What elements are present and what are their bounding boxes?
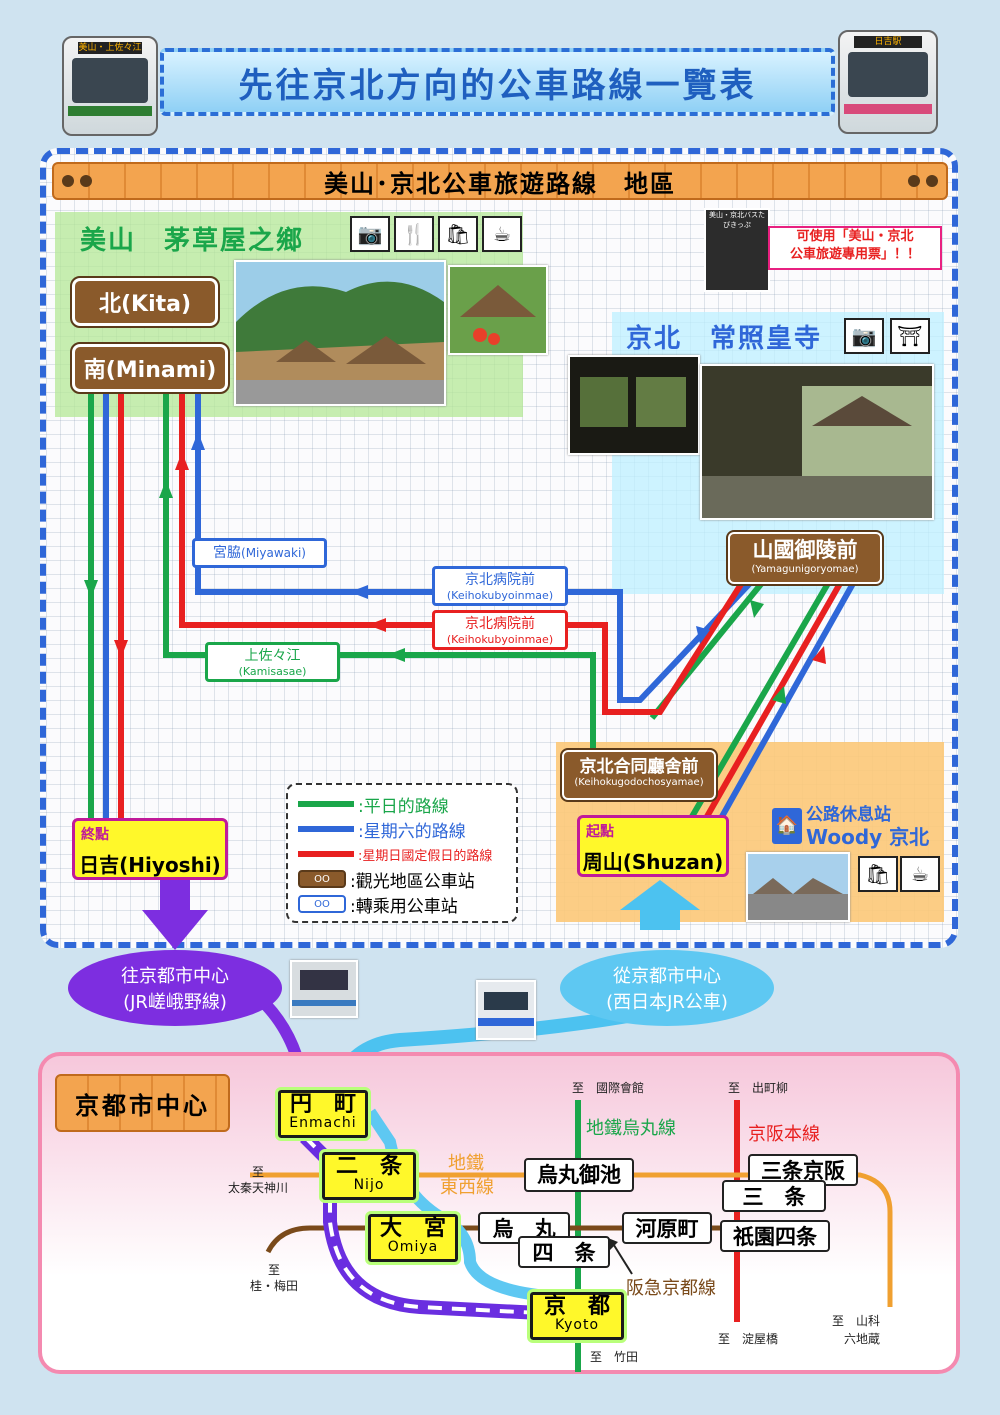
camera-icon: 📷 xyxy=(844,318,884,354)
legend-swatch-sunday xyxy=(298,851,354,857)
label-keihan-line: 京阪本線 xyxy=(748,1124,820,1145)
rest-area-icon: 🏠 xyxy=(772,808,802,844)
arrow-up-icon xyxy=(175,452,189,470)
arrow-up-icon xyxy=(772,686,786,704)
route-lines xyxy=(84,385,858,822)
arrow-down-icon xyxy=(696,626,710,644)
weekday-route-line xyxy=(163,385,596,750)
arrow-down-icon xyxy=(84,580,98,598)
bus-photo-left: 美山・上佐々江 xyxy=(62,36,158,136)
cafe-icon: ☕ xyxy=(900,856,940,892)
label-katsura: 至 桂・梅田 xyxy=(250,1263,299,1293)
arrow-left-icon xyxy=(368,618,386,632)
arrow-up-icon xyxy=(812,646,826,664)
miyama-title: 美山 茅草屋之鄉 xyxy=(80,226,305,256)
miyama-village-photo xyxy=(234,260,446,406)
label-hankyu-line: 阪急京都線 xyxy=(626,1278,716,1299)
legend-swatch-transfer-stop: OO xyxy=(298,895,346,913)
hankyu-pointer xyxy=(608,1238,633,1275)
legend-swatch-weekday xyxy=(298,801,354,807)
label-uzumasa: 至 太秦天神川 xyxy=(228,1165,289,1195)
rest-area-label: 公路休息站 Woody 京北 xyxy=(806,805,930,849)
page-title: 先往京北方向的公車路線一覽表 xyxy=(160,48,835,116)
keihoku-title: 京北 常照皇寺 xyxy=(626,324,823,354)
station-karasuma-oike: 烏丸御池 xyxy=(524,1158,634,1192)
shopping-icon: 🛍 xyxy=(858,856,898,892)
arrow-up-icon xyxy=(191,432,205,450)
station-sanjo: 三 条 xyxy=(722,1180,826,1212)
label-yamashina: 至 山科 六地蔵 xyxy=(832,1314,881,1346)
legend-swatch-saturday xyxy=(298,826,354,832)
bus-photo-right: 日吉駅 xyxy=(838,30,938,134)
ticket-image: 美山・京北バスたびきっぷ xyxy=(704,208,770,292)
label-karasuma-line: 地鐵烏丸線 xyxy=(586,1118,676,1139)
label-demachi: 至 出町柳 xyxy=(728,1081,789,1095)
temple-icon: ⛩ xyxy=(890,318,930,354)
region-title: 美山･京北公車旅遊路線 地區 xyxy=(52,162,948,200)
start-terminal-shuzan: 起點 周山(Shuzan) xyxy=(577,815,729,877)
cafe-icon: ☕ xyxy=(482,216,522,252)
to-city-bubble: 往京都市中心 (JR嵯峨野線) xyxy=(68,950,282,1026)
rest-area-photo xyxy=(746,852,850,922)
saturday-route-line xyxy=(717,578,858,822)
arrow-down-icon xyxy=(750,600,764,618)
arrow-up-icon xyxy=(159,480,173,498)
arrow-left-icon xyxy=(350,585,368,599)
stop-keihokubyoin-saturday: 京北病院前 (Keihokubyoinmae) xyxy=(432,566,568,606)
stop-kamisasae: 上佐々江 (Kamisasae) xyxy=(205,642,340,682)
stop-kita: 北(Kita) xyxy=(70,276,220,328)
camera-icon: 📷 xyxy=(350,216,390,252)
arrow-left-icon xyxy=(387,648,405,662)
shopping-icon: 🛍 xyxy=(438,216,478,252)
label-tozai-line: 地鐵 東西線 xyxy=(440,1153,494,1198)
arrow-down-icon xyxy=(114,640,128,658)
station-kawaramachi: 河原町 xyxy=(622,1212,712,1244)
legend-swatch-tourist-stop: OO xyxy=(298,870,346,888)
stop-keihokubyoin-sunday: 京北病院前 (Keihokubyoinmae) xyxy=(432,610,568,650)
ticket-note: 可使用「美山・京北 公車旅遊專用票」！！ xyxy=(768,226,942,270)
station-shijo: 四 条 xyxy=(518,1236,610,1268)
thatched-house-photo xyxy=(448,265,548,355)
jr-bus-photo xyxy=(476,980,536,1040)
label-kokusai: 至 國際會館 xyxy=(572,1081,645,1095)
train-photo xyxy=(290,960,358,1018)
from-city-bubble: 從京都市中心 (西日本JR公車) xyxy=(560,950,774,1026)
station-gion-shijo: 祇園四条 xyxy=(720,1220,830,1252)
sunday-route-line xyxy=(179,385,748,715)
end-terminal-hiyoshi: 終點 日吉(Hiyoshi) xyxy=(72,818,228,880)
stop-miyawaki: 宮脇(Miyawaki) xyxy=(192,538,327,568)
temple-photo xyxy=(700,364,934,520)
temple-interior-photo xyxy=(568,355,700,455)
stop-yamaguni: 山國御陵前 (Yamagunigoryomae) xyxy=(726,530,884,586)
stop-keihokugodo: 京北合同廳舍前 (Keihokugodochosyamae) xyxy=(560,748,718,802)
label-yodoyabashi: 至 淀屋橋 xyxy=(718,1332,779,1346)
legend: :平日的路線 :星期六的路線 :星期日國定假日的路線 OO:觀光地區公車站 OO… xyxy=(286,783,518,923)
restaurant-icon: 🍴 xyxy=(394,216,434,252)
label-takeda: 至 竹田 xyxy=(590,1350,639,1364)
city-title: 京都市中心 xyxy=(55,1074,230,1132)
stop-minami: 南(Minami) xyxy=(70,342,230,394)
